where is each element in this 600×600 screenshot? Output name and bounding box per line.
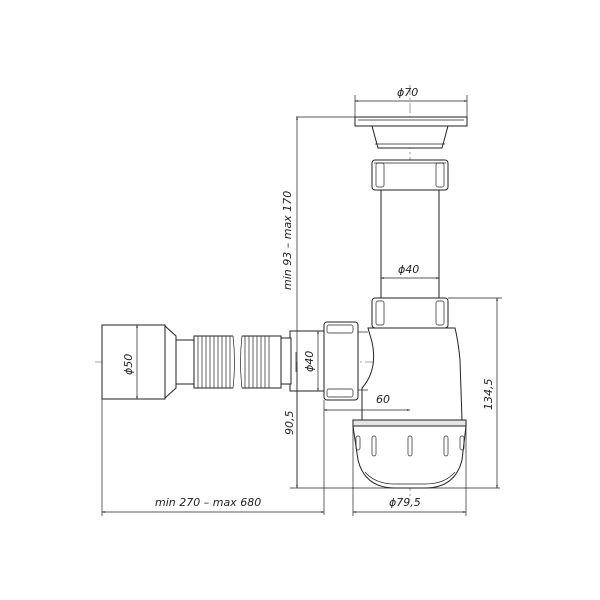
dim-hose-length-range: min 270 – max 680: [155, 496, 261, 509]
lower-nut: [371, 297, 449, 329]
dim-top-flange-diameter: ϕ70: [397, 86, 418, 99]
dim-offset: 60: [376, 393, 390, 406]
side-nut: [323, 321, 368, 401]
siphon-body: [361, 327, 463, 421]
vertical-pipe: [380, 189, 440, 299]
top-flange: [354, 116, 468, 149]
dim-vertical-pipe-diameter: ϕ40: [398, 263, 419, 276]
dim-outlet-height: 90,5: [283, 411, 296, 436]
outlet-pipe: [101, 324, 195, 400]
dim-outlet-connection-diameter: ϕ40: [303, 351, 316, 372]
bottom-cup: [352, 419, 467, 489]
corrugated-hose: [193, 334, 282, 390]
dim-body-height: 134,5: [482, 379, 495, 411]
dim-bottom-cup-diameter: ϕ79,5: [389, 496, 421, 509]
dim-height-range: min 93 – max 170: [281, 191, 294, 290]
upper-nut: [371, 159, 449, 191]
dim-outlet-diameter: ϕ50: [122, 354, 135, 375]
